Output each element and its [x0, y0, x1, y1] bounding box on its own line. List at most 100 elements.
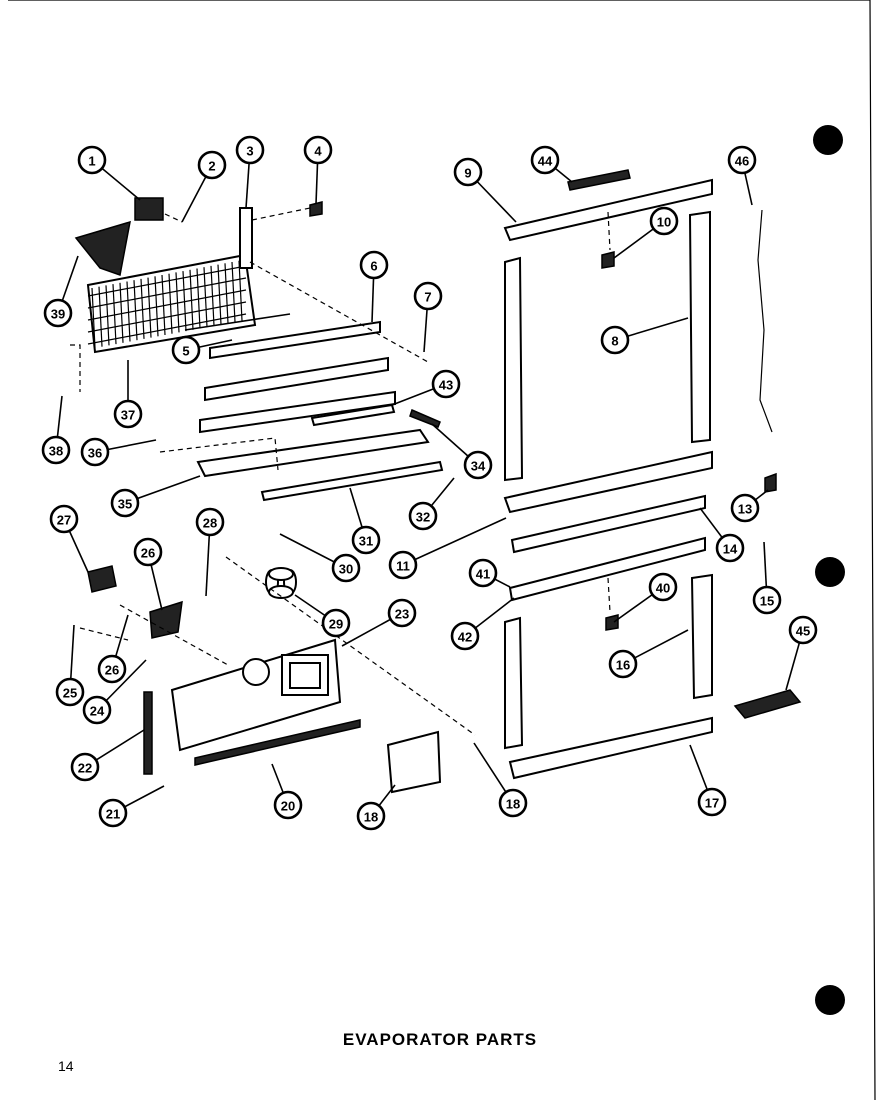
callout-number: 23	[395, 607, 409, 622]
frame-clip	[605, 614, 619, 631]
callout-3: 3	[235, 135, 265, 165]
callout-number: 41	[476, 567, 490, 582]
callout-circle	[648, 572, 678, 602]
binder-hole	[815, 557, 845, 587]
drain-trough	[196, 428, 430, 478]
callout-number: 14	[723, 542, 738, 557]
callout-32: 32	[408, 501, 438, 531]
page-edge	[8, 0, 876, 1101]
callout-41: 41	[468, 558, 498, 588]
side-bracket	[764, 472, 777, 493]
callout-9: 9	[453, 157, 483, 187]
callout-4: 4	[303, 135, 333, 165]
callout-29: 29	[321, 608, 351, 638]
callout-number: 17	[705, 796, 719, 811]
callout-number: 8	[611, 334, 618, 349]
coil-tube	[87, 277, 247, 309]
callout-34: 34	[463, 450, 493, 480]
callout-circle	[453, 157, 483, 187]
coil-fin	[147, 277, 152, 338]
callout-circle	[388, 550, 418, 580]
evaporator-cover	[170, 638, 342, 752]
callout-circle	[498, 788, 528, 818]
callout-number: 3	[246, 144, 253, 159]
callout-circle	[331, 553, 361, 583]
callout-number: 9	[464, 166, 471, 181]
callout-15: 15	[752, 585, 782, 615]
callout-circle	[600, 325, 630, 355]
callout-circle	[273, 790, 303, 820]
callout-number: 15	[760, 594, 774, 609]
coil-tube	[87, 289, 247, 321]
trim-strip	[194, 719, 361, 766]
label-plate	[134, 197, 164, 221]
callout-number: 4	[314, 144, 322, 159]
callout-circle	[133, 537, 163, 567]
channel-strip	[260, 460, 444, 502]
fan-motor	[87, 565, 117, 593]
coil-tube	[87, 265, 247, 297]
page-number: 14	[58, 1058, 74, 1074]
callout-circle	[649, 206, 679, 236]
callout-number: 35	[118, 497, 132, 512]
callout-number: 34	[471, 459, 486, 474]
callout-number: 10	[657, 215, 671, 230]
callout-circle	[359, 250, 389, 280]
callout-circle	[77, 145, 107, 175]
callout-31: 31	[351, 525, 381, 555]
callout-38: 38	[41, 435, 71, 465]
callout-28: 28	[195, 507, 225, 537]
callout-36: 36	[80, 437, 110, 467]
callout-number: 24	[90, 704, 105, 719]
callout-number: 32	[416, 510, 430, 525]
callout-circle	[413, 281, 443, 311]
callout-circle	[431, 369, 461, 399]
callout-27: 27	[49, 504, 79, 534]
callout-circle	[387, 598, 417, 628]
callout-number: 2	[208, 159, 215, 174]
callout-circle	[450, 621, 480, 651]
callout-circle	[55, 677, 85, 707]
callout-number: 42	[458, 630, 472, 645]
coil-fin	[133, 280, 138, 341]
diagram-title: EVAPORATOR PARTS	[342, 1030, 538, 1049]
callout-number: 18	[364, 810, 378, 825]
callout-40: 40	[648, 572, 678, 602]
callout-18: 18	[356, 801, 386, 831]
callout-number: 29	[329, 617, 343, 632]
callout-circle	[97, 654, 127, 684]
fan-blade	[265, 567, 297, 599]
callout-circle	[235, 135, 265, 165]
callout-number: 28	[203, 516, 217, 531]
callout-number: 37	[121, 408, 135, 423]
coil-fin	[140, 278, 145, 339]
callout-25: 25	[55, 677, 85, 707]
callout-circle	[356, 801, 386, 831]
liner-frame	[503, 178, 713, 780]
callout-circle	[408, 501, 438, 531]
callout-circle	[43, 298, 73, 328]
callout-17: 17	[697, 787, 727, 817]
coil-tube	[87, 301, 247, 333]
callout-circle	[468, 558, 498, 588]
callout-number: 22	[78, 761, 92, 776]
callout-circle	[303, 135, 333, 165]
callout-number: 11	[396, 559, 410, 574]
callout-23: 23	[387, 598, 417, 628]
callout-26: 26	[133, 537, 163, 567]
callout-46: 46	[727, 145, 757, 175]
callout-circle	[98, 798, 128, 828]
callout-circle	[49, 504, 79, 534]
callout-circle	[110, 488, 140, 518]
callout-circle	[752, 585, 782, 615]
callout-circle	[197, 150, 227, 180]
callout-number: 25	[63, 686, 77, 701]
callout-30: 30	[331, 553, 361, 583]
callout-circle	[697, 787, 727, 817]
coil-fin	[154, 276, 159, 337]
callout-7: 7	[413, 281, 443, 311]
callout-number: 5	[182, 344, 189, 359]
callout-circle	[530, 145, 560, 175]
callout-11: 11	[388, 550, 418, 580]
